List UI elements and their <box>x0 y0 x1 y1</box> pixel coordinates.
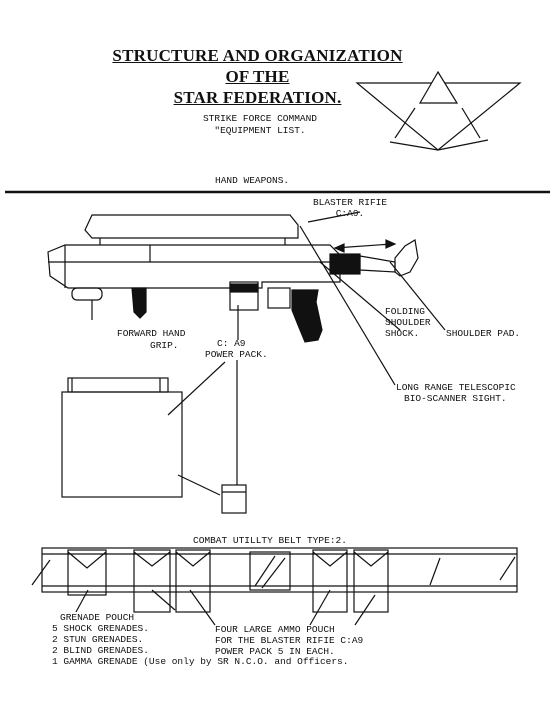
grenade-pouch-heading: GRENADE POUCH <box>60 612 135 623</box>
combat-belt-icon <box>31 547 518 626</box>
label-forward-grip-2: GRIP. <box>150 340 179 351</box>
label-power-pack-1: C: A9 <box>217 338 246 349</box>
rifle-model: C:A9. <box>335 208 365 219</box>
page-title-line-1: STRUCTURE AND ORGANIZATION <box>112 46 403 65</box>
subtitle-line-1: STRIKE FORCE COMMAND <box>202 113 318 124</box>
label-folding-stock-2: SHOULDER <box>385 317 431 328</box>
grenade-item: 2 BLIND GRENADES. <box>52 645 149 656</box>
blaster-rifle-icon <box>47 211 446 386</box>
label-scope-1: LONG RANGE TELESCOPIC <box>396 382 516 393</box>
grenade-pouch-icon <box>67 549 107 596</box>
page-title-line-2: OF THE <box>225 67 290 86</box>
page-title-line-3: STAR FEDERATION. <box>173 88 342 107</box>
label-folding-stock-3: SHOCK. <box>385 328 420 339</box>
grenade-item: 1 GAMMA GRENADE (Use only by SR N.C.O. a… <box>52 656 349 667</box>
label-forward-grip-1: FORWARD HAND <box>117 328 186 339</box>
ammo-pouch-line-2: FOR THE BLASTER RIFIE C:A9 <box>215 635 364 646</box>
belt-title: COMBAT UTILLTY BELT TYPE:2. <box>193 535 347 546</box>
label-power-pack-2: POWER PACK. <box>205 349 268 360</box>
ammo-pouch-line-3: POWER PACK 5 IN EACH. <box>215 646 335 657</box>
star-federation-emblem-icon <box>355 70 522 151</box>
grenade-item: 2 STUN GRENADES. <box>52 634 144 645</box>
rifle-name: BLASTER RIFIE <box>312 197 388 208</box>
section-heading: HAND WEAPONS. <box>215 175 290 186</box>
label-scope-2: BIO-SCANNER SIGHT. <box>404 393 507 404</box>
power-pack-pouch-icon <box>61 360 247 514</box>
ammo-pouch-line-1: FOUR LARGE AMMO POUCH <box>215 624 335 635</box>
subtitle-line-2: "EQUIPMENT LIST. <box>214 125 306 136</box>
grenade-item: 5 SHOCK GRENADES. <box>52 623 149 634</box>
label-shoulder-pad: SHOULDER PAD. <box>446 328 521 339</box>
label-folding-stock-1: FOLDING <box>385 306 425 317</box>
